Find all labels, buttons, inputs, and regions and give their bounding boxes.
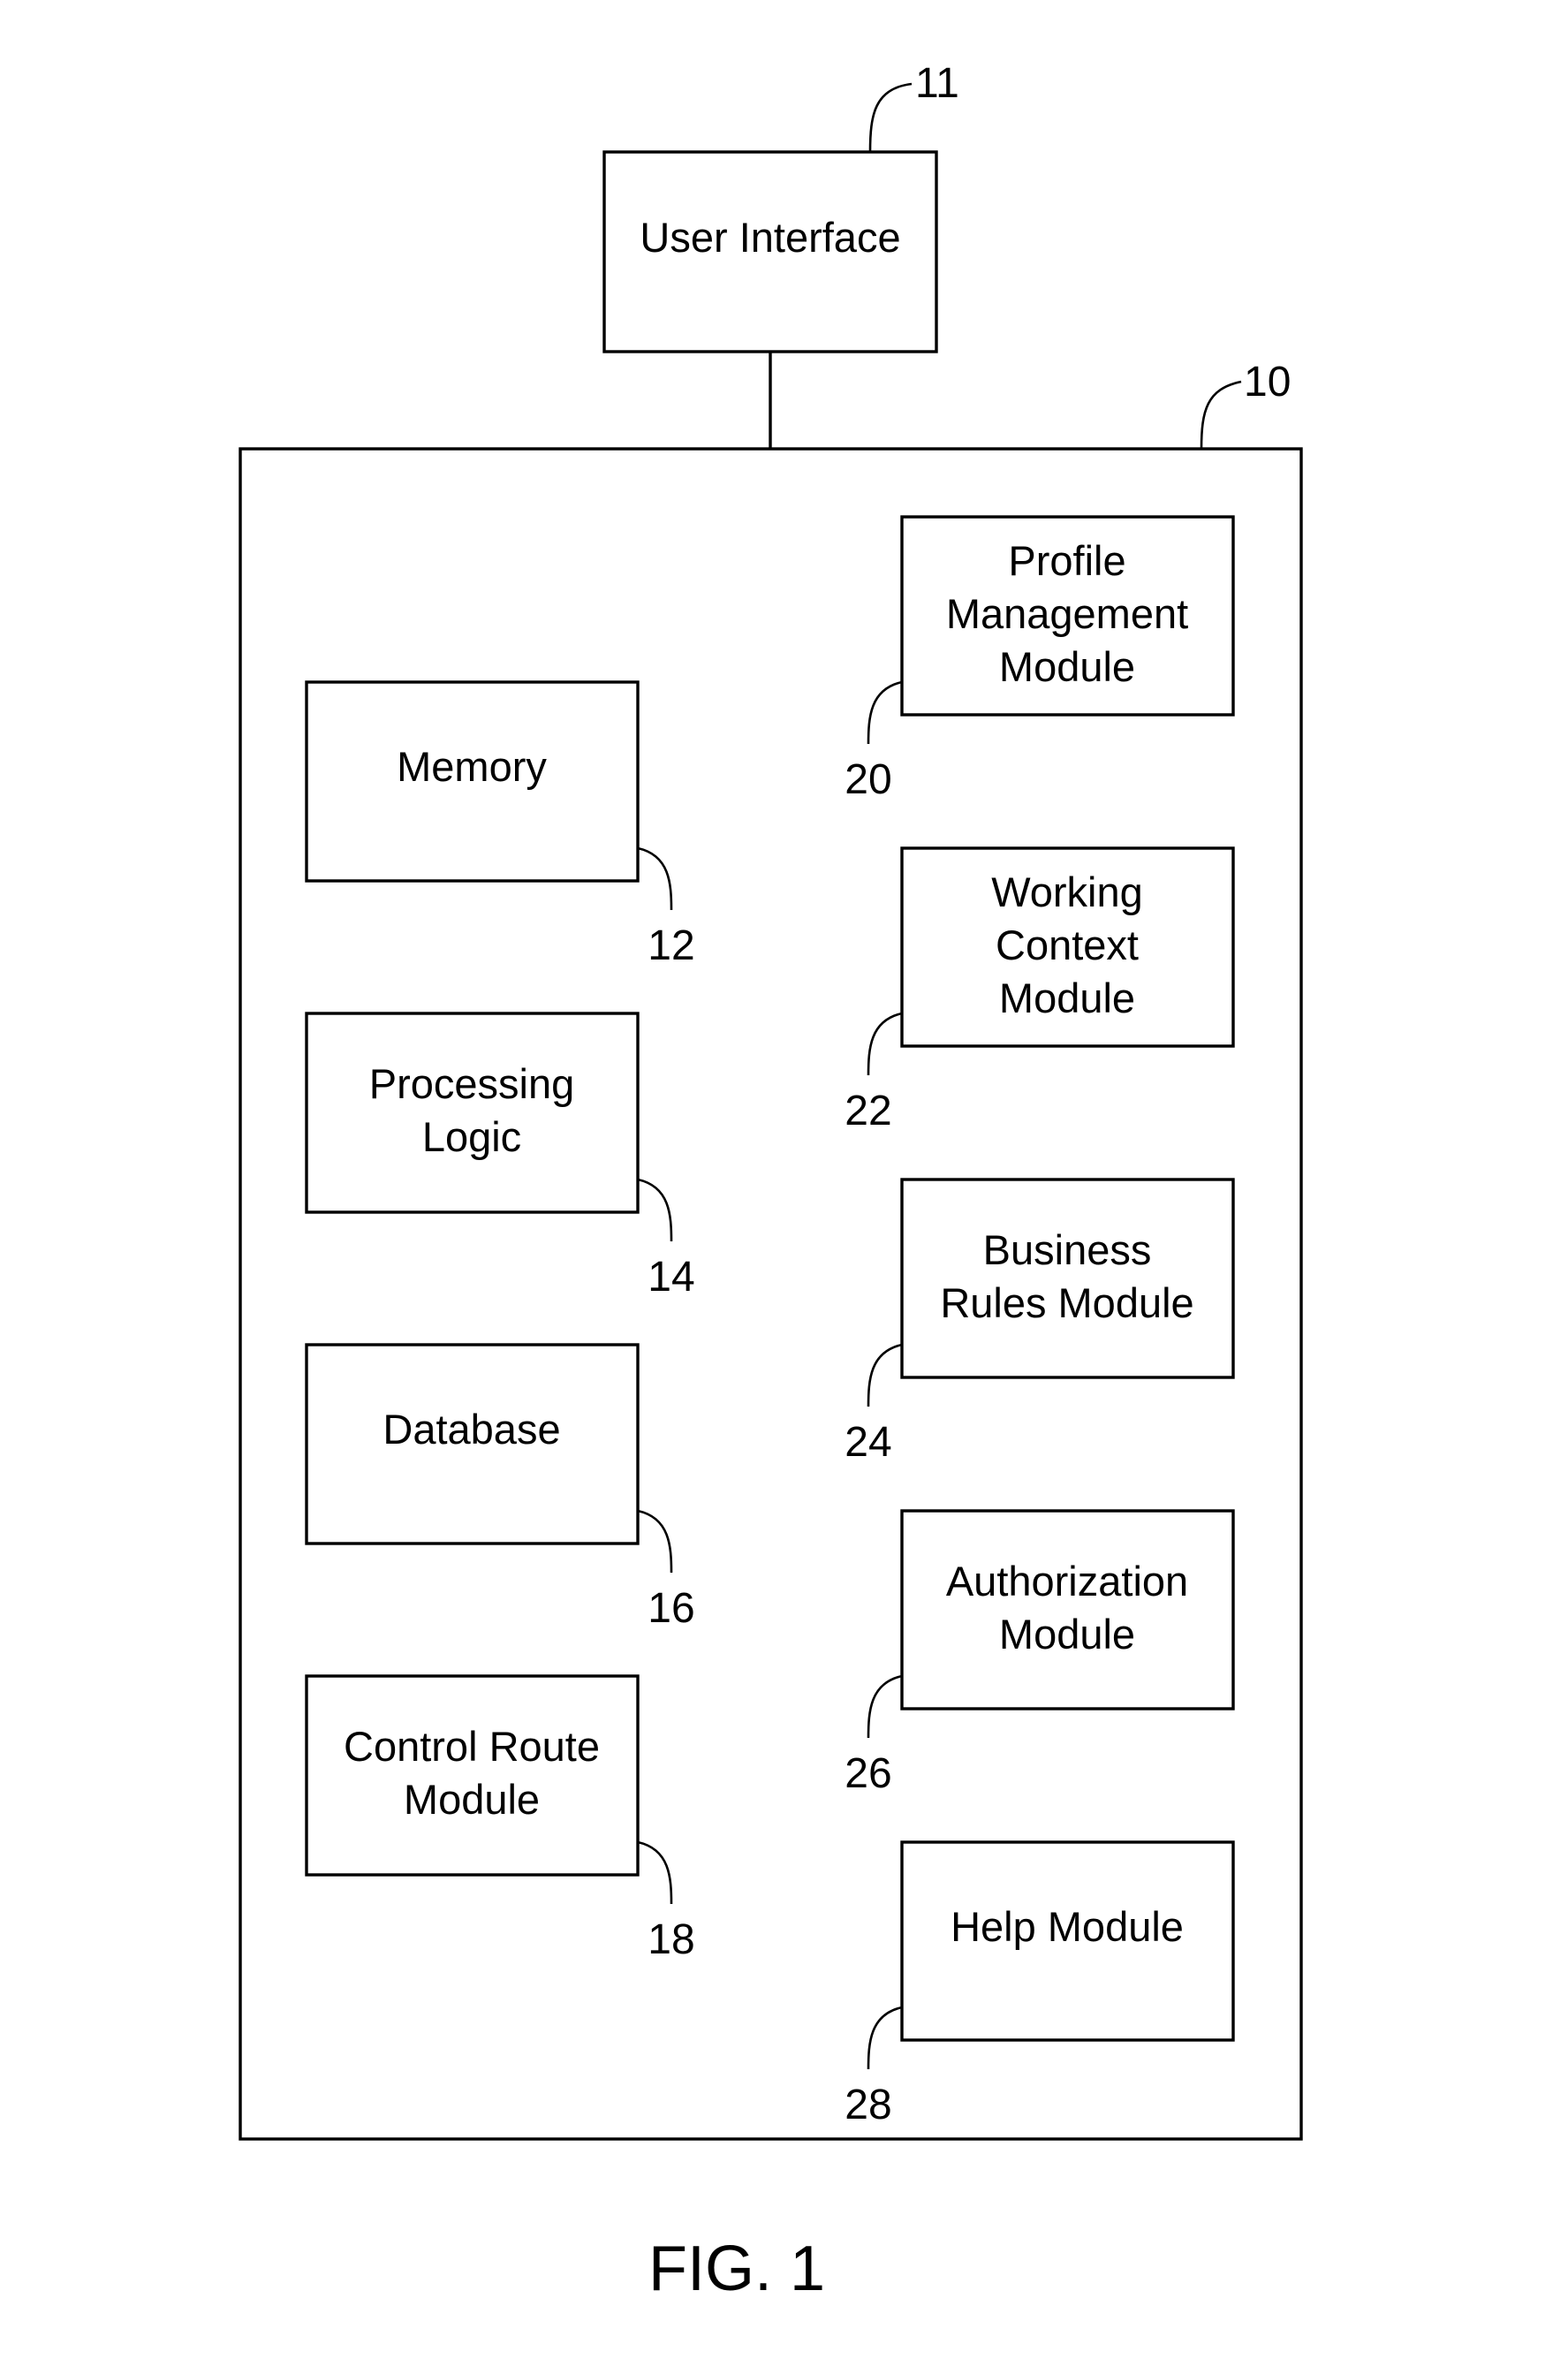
ref-18: 18 bbox=[648, 1916, 694, 1963]
label-line: Module bbox=[999, 1611, 1135, 1657]
label-line: Module bbox=[999, 975, 1135, 1021]
user-interface-label: User Interface bbox=[640, 214, 900, 261]
processing-logic-block: ProcessingLogic bbox=[307, 1013, 638, 1212]
ref-16: 16 bbox=[648, 1585, 694, 1632]
ref-10-leader bbox=[1201, 382, 1241, 449]
label-line: User Interface bbox=[640, 214, 900, 261]
label-line: Processing bbox=[369, 1060, 575, 1107]
label-line: Context bbox=[996, 922, 1139, 968]
label-line: Logic bbox=[422, 1113, 521, 1160]
help-module-label: Help Module bbox=[951, 1903, 1184, 1950]
memory-block: Memory bbox=[307, 682, 638, 881]
ref-14: 14 bbox=[648, 1254, 694, 1301]
label-line: Database bbox=[383, 1406, 560, 1453]
label-line: Profile bbox=[1008, 537, 1125, 584]
label-line: Module bbox=[404, 1776, 540, 1823]
memory-label: Memory bbox=[397, 743, 547, 790]
ref-10: 10 bbox=[1244, 359, 1291, 406]
profile-management-module-block: ProfileManagementModule bbox=[902, 517, 1233, 715]
authorization-module-block: AuthorizationModule bbox=[902, 1511, 1233, 1709]
label-line: Control Route bbox=[344, 1723, 600, 1770]
ref-20: 20 bbox=[845, 756, 891, 803]
label-line: Management bbox=[946, 590, 1188, 637]
working-context-module-label: WorkingContextModule bbox=[991, 869, 1143, 1021]
ref-28: 28 bbox=[845, 2082, 891, 2128]
business-rules-module-block: BusinessRules Module bbox=[902, 1180, 1233, 1377]
working-context-module-block: WorkingContextModule bbox=[902, 848, 1233, 1046]
figure-caption: FIG. 1 bbox=[648, 2234, 825, 2304]
ref-24: 24 bbox=[845, 1419, 891, 1466]
label-line: Memory bbox=[397, 743, 547, 790]
user-interface-block: User Interface bbox=[604, 152, 936, 352]
label-line: Module bbox=[999, 643, 1135, 690]
ref-11: 11 bbox=[915, 60, 959, 107]
ref-11-leader bbox=[870, 84, 912, 152]
help-module-block: Help Module bbox=[902, 1842, 1233, 2040]
database-label: Database bbox=[383, 1406, 560, 1453]
control-route-module-block: Control RouteModule bbox=[307, 1676, 638, 1875]
label-line: Working bbox=[991, 869, 1143, 915]
label-line: Rules Module bbox=[940, 1279, 1193, 1326]
label-line: Authorization bbox=[946, 1558, 1188, 1604]
label-line: Business bbox=[983, 1226, 1152, 1273]
label-line: Help Module bbox=[951, 1903, 1184, 1950]
ref-12: 12 bbox=[648, 922, 694, 969]
ref-22: 22 bbox=[845, 1088, 891, 1134]
ref-26: 26 bbox=[845, 1750, 891, 1797]
database-block: Database bbox=[307, 1345, 638, 1544]
